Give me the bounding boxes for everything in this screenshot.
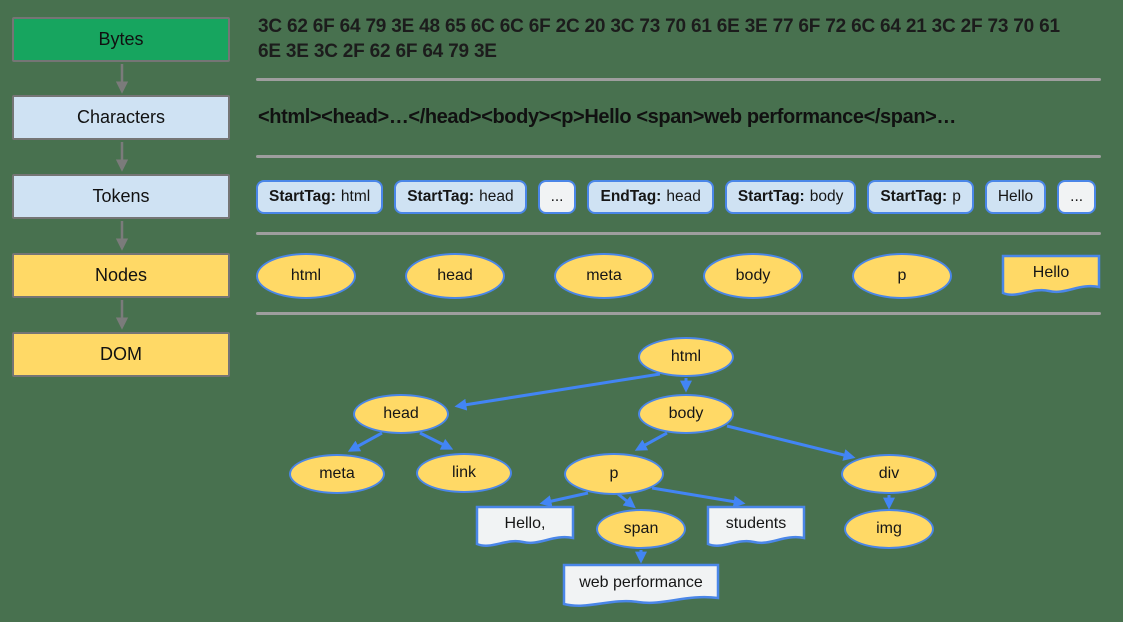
- stage-box-characters: Characters: [12, 95, 230, 140]
- tree-edge-body-to-p: [634, 431, 668, 451]
- dom-node-span: span: [596, 509, 686, 549]
- token-body: StartTag:body: [724, 180, 857, 214]
- tree-edge-head-to-link: [419, 431, 454, 450]
- token-type-label: StartTag:: [407, 188, 475, 205]
- token-head: EndTag:head: [587, 180, 714, 214]
- token-type-label: StartTag:: [269, 188, 336, 205]
- stage-box-bytes: Bytes: [12, 17, 230, 62]
- node-label: meta: [586, 267, 622, 284]
- node-label: head: [437, 267, 473, 284]
- nodes-row: html head meta body p Hello: [256, 252, 1101, 300]
- stage-box-tokens: Tokens: [12, 174, 230, 219]
- dom-node-link: link: [416, 453, 512, 493]
- stage-box-nodes: Nodes: [12, 253, 230, 298]
- node-ellipse-p: p: [852, 253, 952, 299]
- dom-node-label: html: [670, 348, 702, 365]
- dom-node-label: link: [451, 464, 476, 481]
- token-html: StartTag:html: [256, 180, 384, 214]
- tree-edge-p-to-span: [617, 492, 636, 509]
- dom-node-div: div: [841, 454, 937, 494]
- token-head: StartTag:head: [394, 180, 527, 214]
- dom-node-label: p: [609, 465, 619, 482]
- tree-edge-p-to-hello-text: [539, 491, 589, 508]
- token-type-label: StartTag:: [737, 188, 805, 205]
- node-ellipse-head: head: [405, 253, 505, 299]
- token-value-label: Hello: [997, 188, 1034, 205]
- bytes-hex-text: 3C 62 6F 64 79 3E 48 65 6C 6C 6F 2C 20 3…: [258, 14, 1060, 64]
- dom-node-p: p: [564, 453, 664, 495]
- section-divider-2: [256, 155, 1101, 158]
- token-type-label: StartTag:: [880, 188, 948, 205]
- token-value-label: html: [340, 188, 371, 205]
- node-ellipse-meta: meta: [554, 253, 654, 299]
- text-node-shape: [706, 505, 806, 547]
- stage-label: Tokens: [92, 186, 150, 206]
- tree-edge-head-to-meta: [347, 431, 383, 452]
- text-node-hello-text: Hello,: [475, 505, 575, 549]
- stage-box-dom: DOM: [12, 332, 230, 377]
- token-value-label: body: [809, 188, 844, 205]
- text-node-webperf-text: web performance: [562, 563, 720, 609]
- token-value-label: head: [479, 188, 514, 205]
- dom-node-label: span: [623, 520, 659, 537]
- text-node-shape: [562, 563, 720, 607]
- token-p: StartTag:p: [867, 180, 974, 214]
- tree-edge-html-to-head: [454, 372, 661, 411]
- section-divider-4: [256, 312, 1101, 315]
- stage-label: Characters: [76, 107, 166, 127]
- bytes-hex-line-2: 6E 3E 3C 2F 62 6F 64 79 3E: [258, 41, 497, 62]
- tree-edge-body-to-div: [726, 424, 856, 461]
- dom-node-label: head: [383, 405, 419, 422]
- stage-label: Nodes: [94, 265, 148, 285]
- dom-node-meta: meta: [289, 454, 385, 494]
- dom-node-body: body: [638, 394, 734, 434]
- text-node-shape: [475, 505, 575, 547]
- node-label: p: [897, 267, 907, 284]
- dom-node-label: body: [668, 405, 704, 422]
- text-node-shape: [1001, 254, 1101, 296]
- node-label: html: [290, 267, 322, 284]
- node-label: body: [735, 267, 771, 284]
- text-node-label: Hello,: [504, 515, 546, 532]
- text-node-label: students: [725, 515, 787, 532]
- token-type-label: EndTag:: [600, 188, 662, 205]
- token-value-label: ...: [550, 188, 564, 205]
- bytes-hex-line-1: 3C 62 6F 64 79 3E 48 65 6C 6C 6F 2C 20 3…: [258, 16, 1060, 37]
- characters-markup-text: <html><head>…</head><body><p>Hello <span…: [258, 106, 957, 128]
- section-divider-3: [256, 232, 1101, 235]
- token-ellipsis: ...: [537, 180, 577, 214]
- stage-label: DOM: [100, 344, 142, 364]
- text-node-hello: Hello: [1001, 254, 1101, 298]
- dom-node-html: html: [638, 337, 734, 377]
- dom-node-label: img: [876, 520, 902, 537]
- token-value-label: ...: [1070, 188, 1084, 205]
- dom-node-label: div: [878, 465, 900, 482]
- token-value-label: p: [952, 188, 961, 205]
- text-node-students-text: students: [706, 505, 806, 549]
- dom-node-head: head: [353, 394, 449, 434]
- token-hello: Hello: [984, 180, 1047, 214]
- section-divider-1: [256, 78, 1101, 81]
- token-value-label: head: [666, 188, 701, 205]
- node-ellipse-html: html: [256, 253, 356, 299]
- dom-node-img: img: [844, 509, 934, 549]
- node-ellipse-body: body: [703, 253, 803, 299]
- tree-edge-p-to-students-text: [651, 486, 746, 508]
- token-ellipsis: ...: [1057, 180, 1097, 214]
- text-node-label: web performance: [579, 574, 703, 591]
- stage-label: Bytes: [98, 29, 144, 49]
- text-node-label: Hello: [1032, 264, 1070, 281]
- dom-node-label: meta: [319, 465, 355, 482]
